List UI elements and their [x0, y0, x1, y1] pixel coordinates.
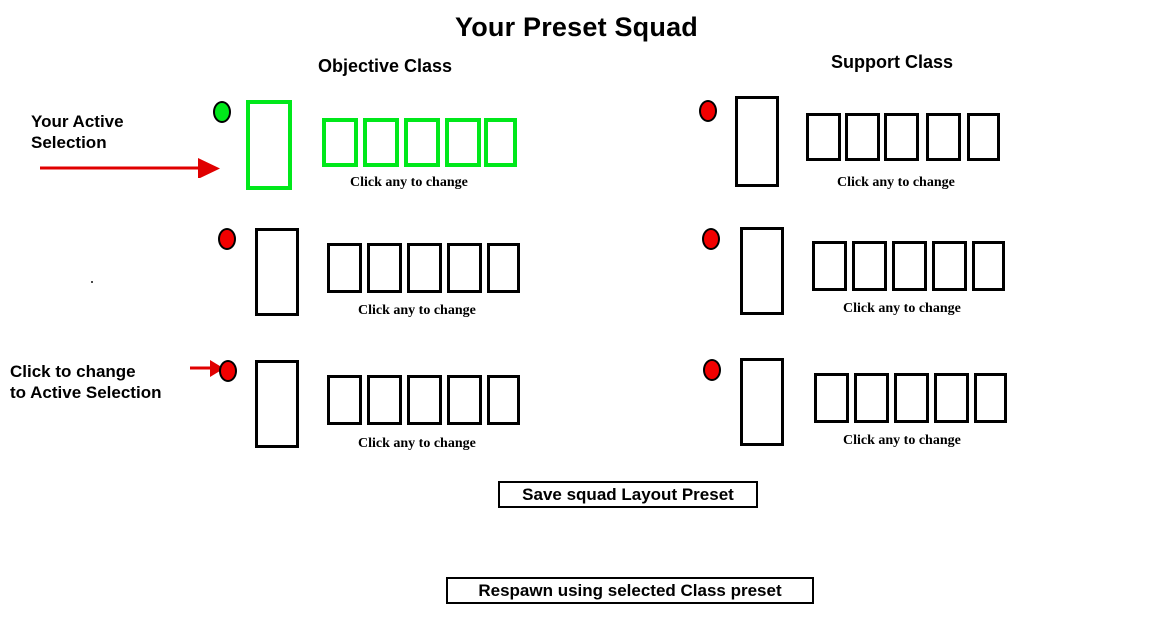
slot-hint-support-3: Click any to change — [843, 433, 961, 448]
column-heading-objective: Objective Class — [318, 56, 453, 76]
mini-slot-support-2-4[interactable] — [932, 241, 967, 291]
slot-hint-objective-2: Click any to change — [358, 303, 476, 318]
mini-slot-support-2-3[interactable] — [892, 241, 927, 291]
mini-slot-support-1-4[interactable] — [926, 113, 961, 161]
mini-slot-objective-2-5[interactable] — [487, 243, 520, 293]
mini-slot-objective-2-3[interactable] — [407, 243, 442, 293]
slot-hint-objective-1: Click any to change — [350, 175, 468, 190]
mini-slot-objective-3-3[interactable] — [407, 375, 442, 425]
slot-hint-objective-3: Click any to change — [358, 436, 476, 451]
mini-slot-objective-2-4[interactable] — [447, 243, 482, 293]
page-title: Your Preset Squad — [455, 12, 698, 42]
mini-slot-support-2-2[interactable] — [852, 241, 887, 291]
status-dot-support-2[interactable] — [702, 228, 720, 250]
mini-slot-objective-1-5[interactable] — [484, 118, 517, 167]
save-squad-layout-preset-button[interactable]: Save squad Layout Preset — [498, 481, 758, 508]
mini-slot-support-1-1[interactable] — [806, 113, 841, 161]
primary-slot-objective-3[interactable] — [255, 360, 299, 448]
mini-slot-objective-2-1[interactable] — [327, 243, 362, 293]
respawn-using-selected-class-preset-button[interactable]: Respawn using selected Class preset — [446, 577, 814, 604]
mini-slot-support-3-5[interactable] — [974, 373, 1007, 423]
stray-speck — [91, 281, 93, 283]
mini-slot-support-3-4[interactable] — [934, 373, 969, 423]
slot-hint-support-1: Click any to change — [837, 175, 955, 190]
long-right-arrow-icon — [40, 158, 220, 178]
status-dot-support-1[interactable] — [699, 100, 717, 122]
mini-slot-objective-3-2[interactable] — [367, 375, 402, 425]
mini-slot-support-1-5[interactable] — [967, 113, 1000, 161]
mini-slot-support-2-1[interactable] — [812, 241, 847, 291]
mini-slot-support-3-2[interactable] — [854, 373, 889, 423]
active-selection-note: Your Active Selection — [31, 112, 124, 152]
mini-slot-objective-1-2[interactable] — [363, 118, 399, 167]
primary-slot-support-1[interactable] — [735, 96, 779, 187]
status-dot-objective-3[interactable] — [219, 360, 237, 382]
mini-slot-objective-1-4[interactable] — [445, 118, 481, 167]
mini-slot-objective-3-5[interactable] — [487, 375, 520, 425]
primary-slot-objective-1[interactable] — [246, 100, 292, 190]
mini-slot-objective-3-1[interactable] — [327, 375, 362, 425]
mini-slot-support-1-2[interactable] — [845, 113, 880, 161]
status-dot-objective-1[interactable] — [213, 101, 231, 123]
slot-hint-support-2: Click any to change — [843, 301, 961, 316]
mini-slot-objective-3-4[interactable] — [447, 375, 482, 425]
status-dot-objective-2[interactable] — [218, 228, 236, 250]
change-selection-note: Click to change to Active Selection — [10, 362, 162, 402]
mini-slot-support-3-1[interactable] — [814, 373, 849, 423]
status-dot-support-3[interactable] — [703, 359, 721, 381]
mini-slot-objective-2-2[interactable] — [367, 243, 402, 293]
mini-slot-support-2-5[interactable] — [972, 241, 1005, 291]
mini-slot-objective-1-3[interactable] — [404, 118, 440, 167]
primary-slot-support-3[interactable] — [740, 358, 784, 446]
primary-slot-objective-2[interactable] — [255, 228, 299, 316]
primary-slot-support-2[interactable] — [740, 227, 784, 315]
mini-slot-support-3-3[interactable] — [894, 373, 929, 423]
mini-slot-support-1-3[interactable] — [884, 113, 919, 161]
mini-slot-objective-1-1[interactable] — [322, 118, 358, 167]
column-heading-support: Support Class — [831, 52, 954, 72]
